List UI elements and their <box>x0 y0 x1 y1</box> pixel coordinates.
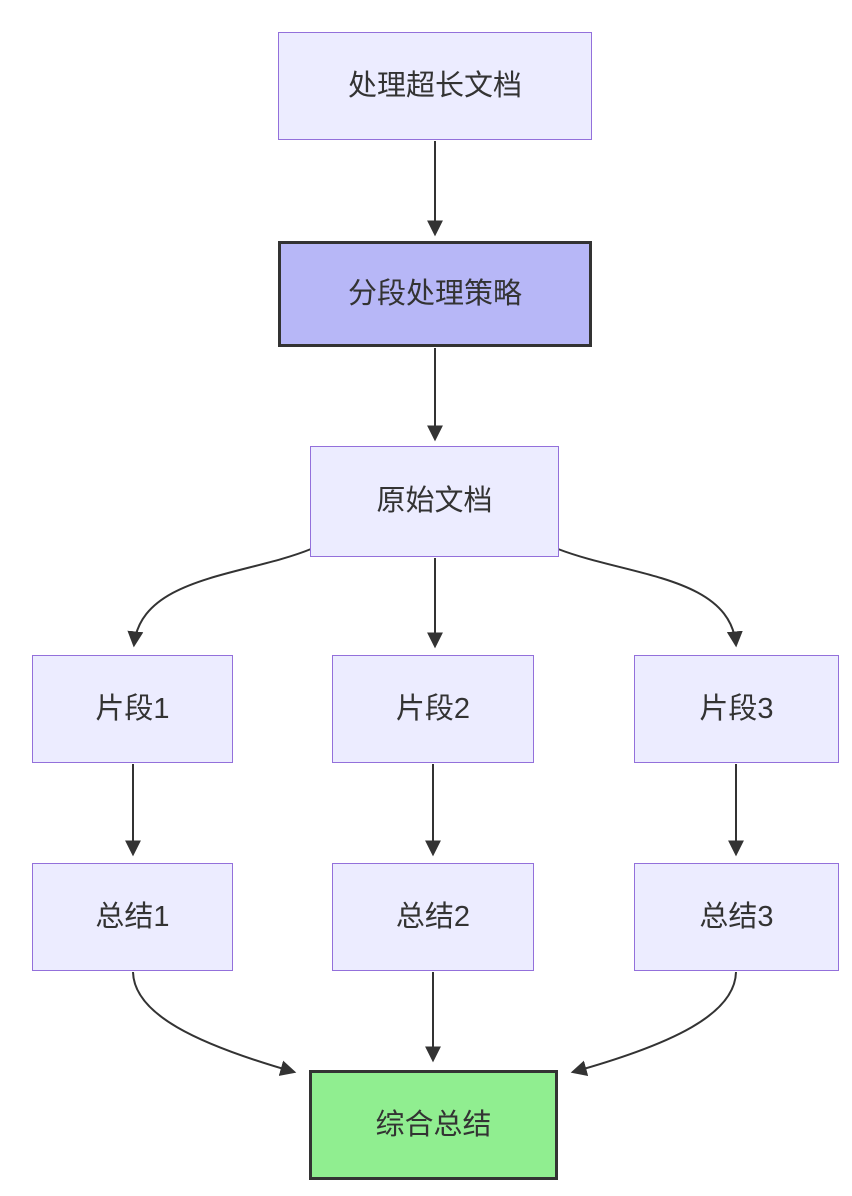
node-original: 原始文档 <box>310 446 559 557</box>
node-strategy: 分段处理策略 <box>278 241 592 347</box>
edge-summary3-to-final <box>570 971 737 1077</box>
edge-summary1-to-final <box>132 971 297 1076</box>
node-summary1-label: 总结1 <box>95 900 170 933</box>
node-fragment1-label: 片段1 <box>95 692 170 725</box>
node-final-label: 综合总结 <box>375 1108 492 1141</box>
node-final: 综合总结 <box>309 1070 558 1180</box>
node-summary2: 总结2 <box>332 863 534 971</box>
node-strategy-label: 分段处理策略 <box>347 277 522 310</box>
node-summary3-label: 总结3 <box>699 900 774 933</box>
edge-original-to-fragment3 <box>557 548 743 648</box>
node-fragment3: 片段3 <box>634 655 839 763</box>
node-summary3: 总结3 <box>634 863 839 971</box>
node-original-label: 原始文档 <box>376 485 493 518</box>
node-fragment1: 片段1 <box>32 655 233 763</box>
node-fragment2: 片段2 <box>332 655 534 763</box>
node-fragment3-label: 片段3 <box>699 692 774 725</box>
node-summary1: 总结1 <box>32 863 233 971</box>
node-summary2-label: 总结2 <box>395 900 471 933</box>
node-fragment2-label: 片段2 <box>395 692 471 725</box>
edge-original-to-fragment1 <box>127 548 312 648</box>
node-start-label: 处理超长文档 <box>347 69 522 102</box>
node-start: 处理超长文档 <box>278 32 592 140</box>
